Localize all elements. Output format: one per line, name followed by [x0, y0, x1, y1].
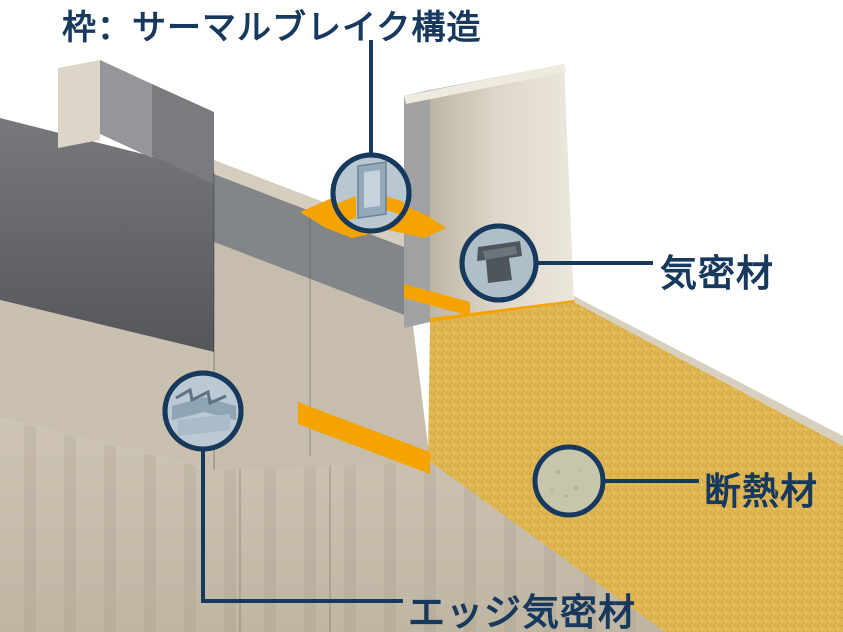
callout-lines [201, 40, 699, 603]
label-insulation-material: 断熱材 [704, 471, 818, 512]
label-edge-airtight-material: エッジ気密材 [408, 592, 636, 632]
line-edge-airtight [201, 449, 403, 603]
label-frame-thermal-break: 枠：サーマルブレイク構造 [62, 9, 482, 47]
callout-edge-airtight [162, 370, 244, 452]
callout-thermal-break-detail [336, 161, 404, 224]
callout-thermal-break [330, 152, 412, 234]
callout-airtight [459, 223, 539, 303]
frame-left-wall [0, 300, 214, 470]
mullion-left-edge [404, 90, 430, 328]
insulation-core [428, 302, 843, 632]
frame-top-facet-light [58, 60, 100, 148]
edge-seal-strip [298, 402, 430, 474]
mullion-top-highlight [404, 64, 566, 104]
callout-airtight-detail [477, 241, 522, 283]
seal-strip-small [404, 284, 470, 316]
callout-edge-airtight-detail [172, 387, 236, 436]
insulation-panel [428, 296, 843, 632]
frame-mid-face [214, 242, 430, 470]
label-airtight-material: 気密材 [660, 253, 774, 294]
callout-circle-insulation [532, 444, 606, 518]
callout-insulation [532, 444, 606, 518]
frame-top-facet-gray1 [100, 60, 152, 158]
frame-mid-gray-slant [214, 174, 412, 318]
frame-inner-dark-face [0, 118, 214, 352]
callout-insulation-detail [550, 468, 582, 498]
frame-top-facet-gray2 [152, 84, 214, 184]
frame-bottom-mass [0, 418, 679, 632]
